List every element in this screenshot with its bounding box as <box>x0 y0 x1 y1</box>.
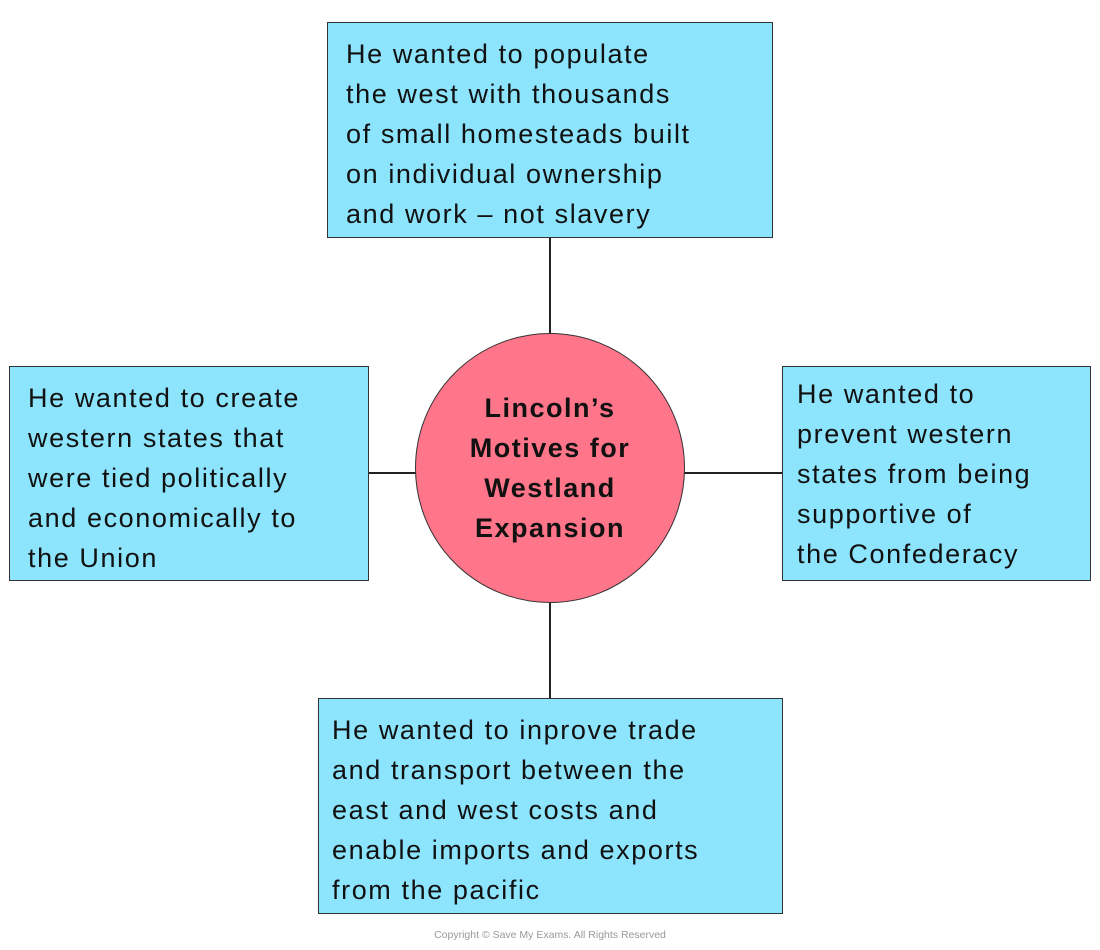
text-line: He wanted to create <box>28 383 301 413</box>
text-line: enable imports and exports <box>332 835 700 865</box>
text-line: east and west costs and <box>332 795 659 825</box>
text-line: He wanted to <box>797 379 976 409</box>
connector-right <box>684 472 783 474</box>
center-line: Motives for <box>469 433 631 463</box>
motive-box-right: He wanted to prevent western states from… <box>782 366 1091 581</box>
text-line: and transport between the <box>332 755 686 785</box>
text-line: supportive of <box>797 499 973 529</box>
center-line: Westland <box>484 473 616 503</box>
central-topic-circle: Lincoln’s Motives for Westland Expansion <box>415 333 685 603</box>
center-line: Expansion <box>474 513 626 543</box>
text-line: the Union <box>28 543 158 573</box>
text-line: from the pacific <box>332 875 541 905</box>
text-line: of small homesteads built <box>346 119 691 149</box>
text-line: prevent western <box>797 419 1014 449</box>
connector-left <box>368 472 416 474</box>
center-line: Lincoln’s <box>484 393 616 423</box>
text-line: western states that <box>28 423 286 453</box>
motive-box-top: He wanted to populate the west with thou… <box>327 22 773 238</box>
connector-top <box>549 237 551 334</box>
text-line: the Confederacy <box>797 539 1020 569</box>
copyright-notice: Copyright © Save My Exams. All Rights Re… <box>434 929 666 941</box>
motive-box-bottom: He wanted to inprove trade and transport… <box>318 698 783 914</box>
text-line: on individual ownership <box>346 159 664 189</box>
text-line: He wanted to inprove trade <box>332 715 698 745</box>
text-line: and economically to <box>28 503 298 533</box>
text-line: and work – not slavery <box>346 199 652 229</box>
text-line: were tied politically <box>28 463 289 493</box>
motive-box-left: He wanted to create western states that … <box>9 366 369 581</box>
text-line: states from being <box>797 459 1032 489</box>
text-line: the west with thousands <box>346 79 671 109</box>
text-line: He wanted to populate <box>346 39 650 69</box>
connector-bottom <box>549 602 551 699</box>
